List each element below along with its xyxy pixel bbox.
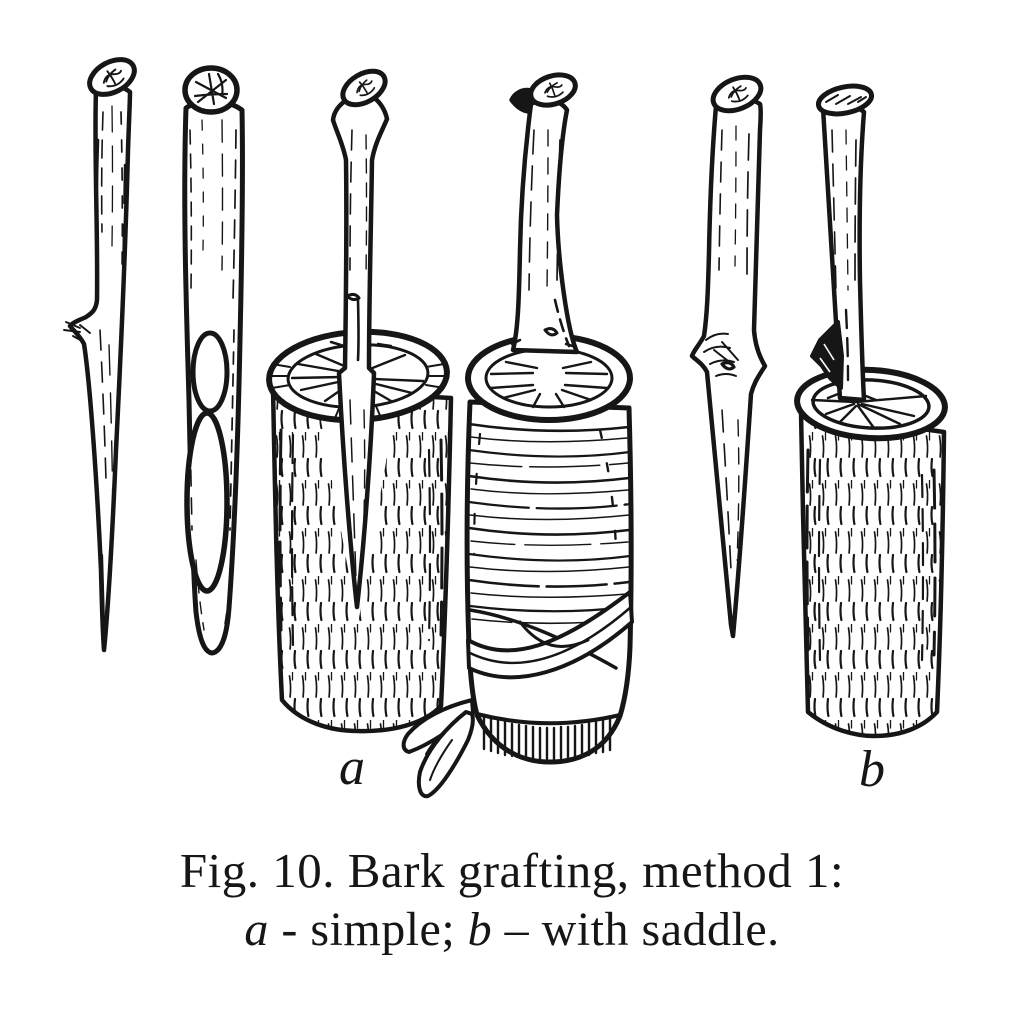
panel-scion-saddle-cut <box>689 74 768 639</box>
growth-ray-spokes <box>489 360 609 409</box>
label-a: a <box>339 739 365 796</box>
exposed-pith-oval <box>190 330 230 414</box>
scion-texture <box>329 129 393 581</box>
growth-ray-spokes <box>810 394 928 430</box>
caption-line-2: a - simple; b – with saddle. <box>0 901 1024 960</box>
band-fold-line <box>466 605 633 665</box>
collar-hatching <box>482 714 612 761</box>
rim-ticks <box>268 363 448 419</box>
wrap-binding-lines <box>467 422 632 625</box>
bud-spur-hatch <box>63 321 91 343</box>
band-cross-fold <box>518 620 590 648</box>
panel-graft-saddle-b <box>794 83 948 740</box>
growth-ray-spokes <box>290 352 425 403</box>
bark-flap <box>810 320 844 390</box>
bark-texture <box>718 125 750 571</box>
stump-bark-texture <box>801 420 944 736</box>
caption-text-b: – with saddle. <box>492 902 780 956</box>
label-b: b <box>859 741 885 798</box>
scion-texture <box>826 129 878 402</box>
scion-shaft <box>510 97 580 355</box>
branch-stub <box>509 87 533 114</box>
panel-graft-simple-a <box>266 68 455 735</box>
ribbon-veins <box>425 715 463 781</box>
panel-scion-cut-face-view <box>182 65 245 656</box>
panel-graft-wrapped <box>401 72 634 799</box>
caption-line-1: Fig. 10. Bark grafting, method 1: <box>179 843 845 898</box>
bark-texture <box>95 105 127 627</box>
panel-scion-oblique-side-view <box>63 57 137 653</box>
diagonal-band-under <box>468 608 618 670</box>
bark-flap-highlight <box>819 343 835 373</box>
caption-label-a: a <box>244 902 269 956</box>
diagonal-band <box>466 590 634 680</box>
twig-body <box>67 83 133 653</box>
scion-texture <box>510 129 578 349</box>
figure-caption: Fig. 10. Bark grafting, method 1: a - si… <box>0 841 1024 959</box>
bark-texture <box>187 119 237 631</box>
scion-shaft-and-wedge <box>330 92 390 610</box>
cut-face-hatch <box>825 94 867 105</box>
caption-label-b: b <box>467 902 493 956</box>
caption-text-a: - simple; <box>268 902 468 956</box>
exposed-wood-oval <box>184 410 230 594</box>
pith-star <box>193 72 229 106</box>
saddle-shading <box>703 332 739 377</box>
